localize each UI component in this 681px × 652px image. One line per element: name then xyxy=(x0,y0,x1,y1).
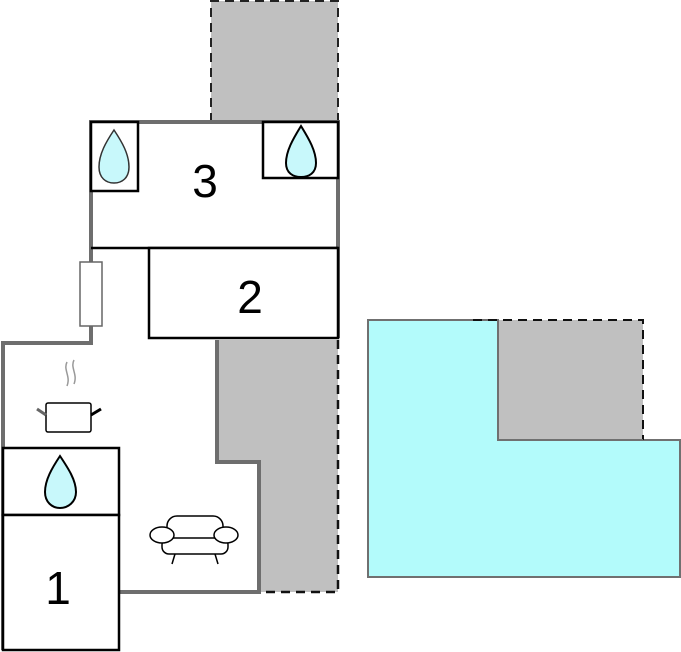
terrace-right xyxy=(217,340,338,592)
room-label-1: 1 xyxy=(45,562,71,614)
living-sofa-icon xyxy=(149,515,239,565)
room-label-3: 3 xyxy=(192,155,218,207)
pool-terrace-outline xyxy=(473,319,644,440)
terrace-top-dashed-outline xyxy=(210,0,339,122)
kitchen-pot-icon xyxy=(36,359,102,433)
water-drop-icon xyxy=(284,124,318,179)
pool-terrace xyxy=(498,320,643,440)
room-2 xyxy=(147,246,340,340)
window-icon xyxy=(79,261,103,327)
room-1 xyxy=(1,513,121,652)
room-label-2: 2 xyxy=(237,271,263,323)
water-drop-icon xyxy=(98,128,130,184)
water-drop-icon xyxy=(43,454,78,510)
terrace-top xyxy=(211,1,338,122)
terrace-right-dashed-outline xyxy=(157,340,340,594)
pool-terrace-wall xyxy=(497,320,643,441)
